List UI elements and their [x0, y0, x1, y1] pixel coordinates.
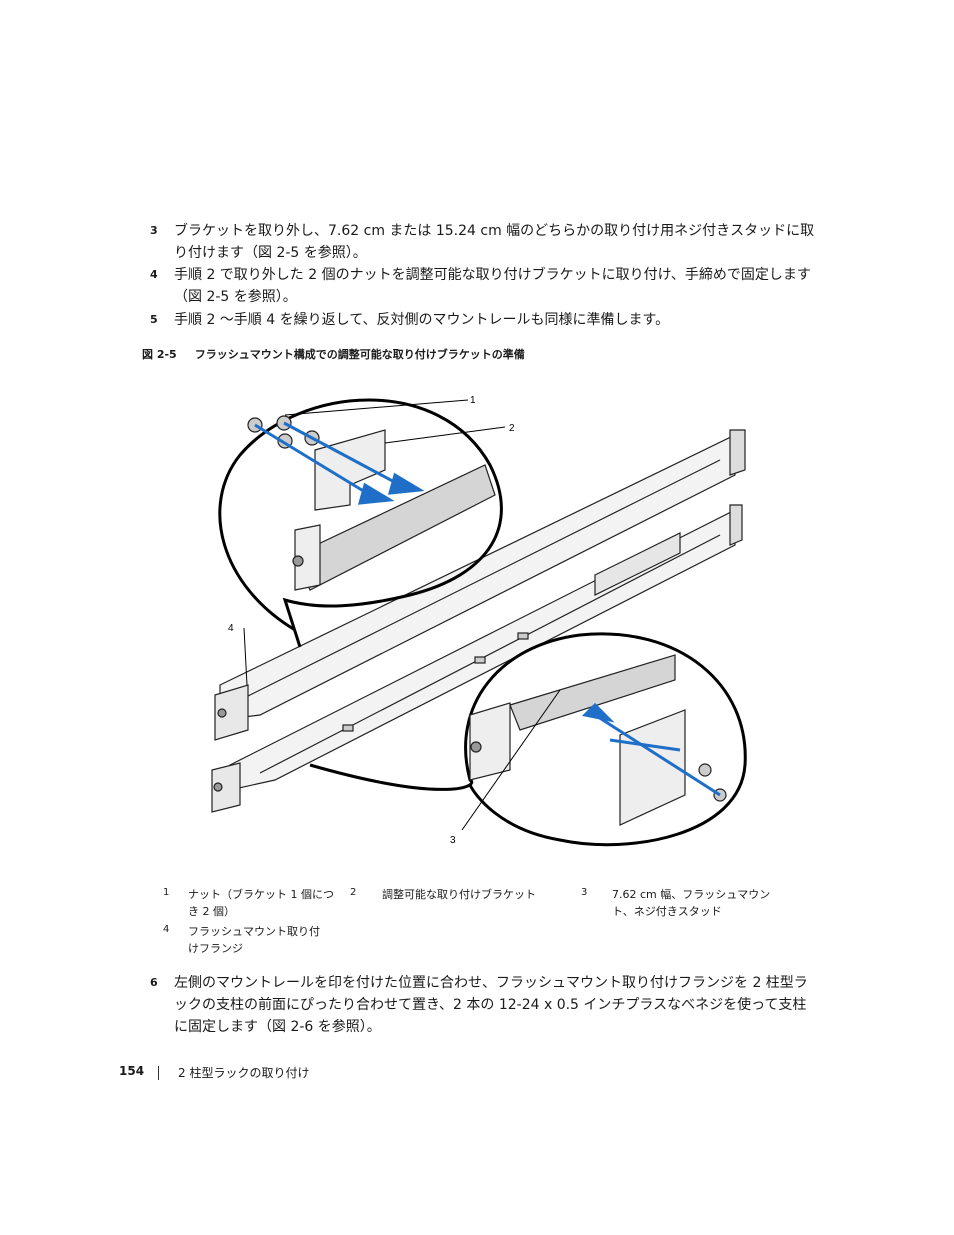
callout-1: 1 [470, 395, 476, 406]
step-number: 6 [150, 976, 158, 989]
step-number: 3 [150, 224, 158, 237]
step-text: 手順 2 で取り外した 2 個のナットを調整可能な取り付けブラケットに取り付け、… [174, 267, 811, 305]
rail-bracket-illustration: 1 2 3 4 [211, 395, 747, 847]
step-number: 5 [150, 313, 158, 326]
caption-1-number: 1 [163, 887, 170, 898]
figure-label: 図 2-5 [142, 348, 177, 361]
step-3: 3 ブラケットを取り外し、7.62 cm または 15.24 cm 幅のどちらか… [150, 220, 820, 264]
step-4: 4 手順 2 で取り外した 2 個のナットを調整可能な取り付けブラケットに取り付… [150, 264, 820, 308]
step-5: 5 手順 2 ～手順 4 を繰り返して、反対側のマウントレールも同様に準備します… [150, 309, 820, 331]
step-text: 左側のマウントレールを印を付けた位置に合わせ、フラッシュマウント取り付けフランジ… [174, 975, 808, 1035]
page-number: 154 [119, 1064, 145, 1078]
footer-divider [158, 1066, 159, 1080]
step-text: ブラケットを取り外し、7.62 cm または 15.24 cm 幅のどちらかの取… [174, 223, 815, 261]
upper-arrows [254, 421, 425, 505]
callout-2: 2 [509, 423, 515, 434]
caption-4-number: 4 [163, 924, 170, 935]
figure-caption-title: フラッシュマウント構成での調整可能な取り付けブラケットの準備 [194, 348, 525, 361]
caption-4-text: フラッシュマウント取り付けフランジ [188, 925, 320, 955]
upper-detail-callout [218, 398, 503, 648]
footer-section: 2 柱型ラックの取り付け [178, 1066, 310, 1080]
lower-detail-contents [469, 654, 727, 826]
caption-1-text: ナット（ブラケット 1 個につき 2 個） [188, 888, 334, 918]
lower-arrows [581, 702, 721, 797]
caption-3-text: 7.62 cm 幅、フラッシュマウント、ネジ付きスタッド [612, 888, 771, 918]
lower-rail-end-flange [729, 504, 743, 546]
step-6: 6 左側のマウントレールを印を付けた位置に合わせ、フラッシュマウント取り付けフラ… [150, 972, 820, 1038]
callout-4: 4 [228, 623, 234, 634]
upper-rail-end-flange [729, 429, 746, 476]
lower-detail-callout [309, 632, 747, 847]
upper-detail-contents [247, 415, 496, 591]
step-number: 4 [150, 268, 158, 281]
caption-2-number: 2 [350, 887, 357, 898]
figure-title: 図 2-5 フラッシュマウント構成での調整可能な取り付けブラケットの準備 [142, 346, 525, 362]
caption-3-number: 3 [581, 887, 588, 898]
callout-3: 3 [450, 835, 456, 846]
step-text: 手順 2 ～手順 4 を繰り返して、反対側のマウントレールも同様に準備します。 [174, 312, 670, 328]
caption-2-text: 調整可能な取り付けブラケット [382, 888, 536, 901]
flush-mount-flange [214, 684, 249, 741]
